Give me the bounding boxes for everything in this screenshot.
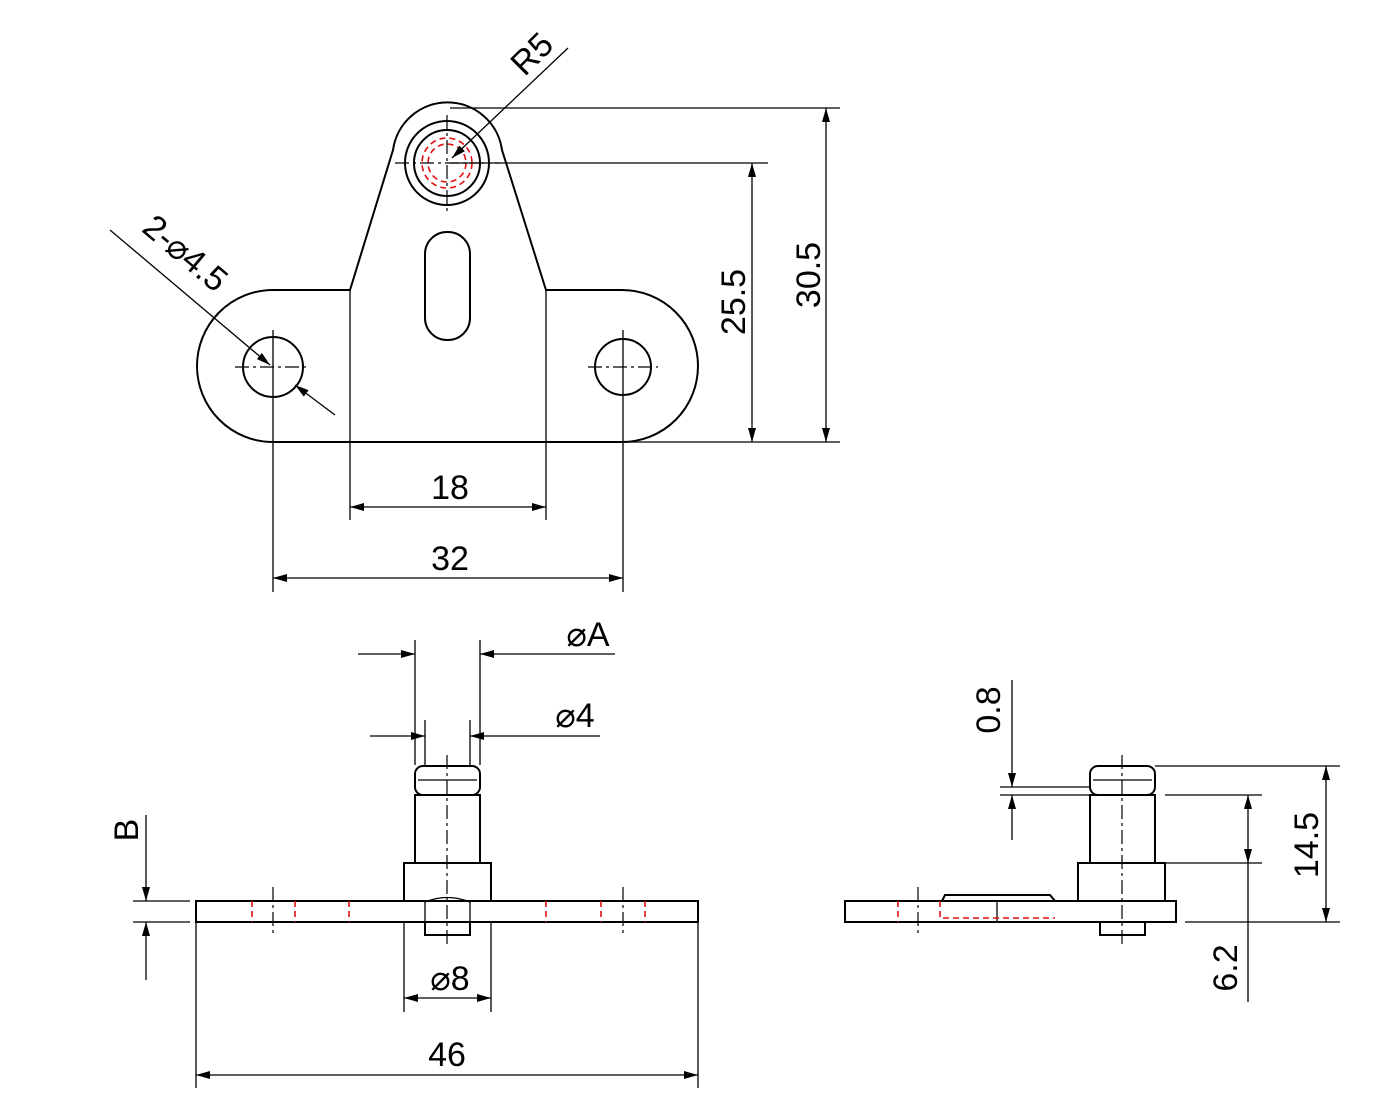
plate (844, 900, 1177, 923)
dim-18: 18 (431, 469, 469, 507)
side-view: 0.8 14.5 6.2 (844, 680, 1340, 1002)
dim-32: 32 (431, 540, 469, 578)
dia-4: ⌀4 (555, 697, 594, 735)
radius-r5: R5 (503, 25, 561, 83)
hidden-holes (251, 901, 646, 922)
dia-a: ⌀A (566, 616, 609, 654)
front-view: ⌀A ⌀4 B ⌀8 46 (108, 616, 699, 1088)
groove-0-8: 0.8 (970, 686, 1008, 733)
holes-2x-dia-4-5: 2-⌀4.5 (135, 208, 234, 300)
dim-30-5: 30.5 (790, 242, 828, 308)
dim-25-5: 25.5 (715, 269, 753, 335)
dia-8: ⌀8 (430, 960, 469, 998)
top-view: 18 32 25.5 30.5 R5 2-⌀4.5 (109, 25, 840, 592)
slot (424, 231, 471, 341)
thickness-b: B (108, 819, 146, 842)
length-46: 46 (428, 1036, 466, 1074)
height-6-2: 6.2 (1207, 944, 1245, 991)
height-14-5: 14.5 (1288, 812, 1326, 878)
plate-outline (196, 101, 699, 443)
